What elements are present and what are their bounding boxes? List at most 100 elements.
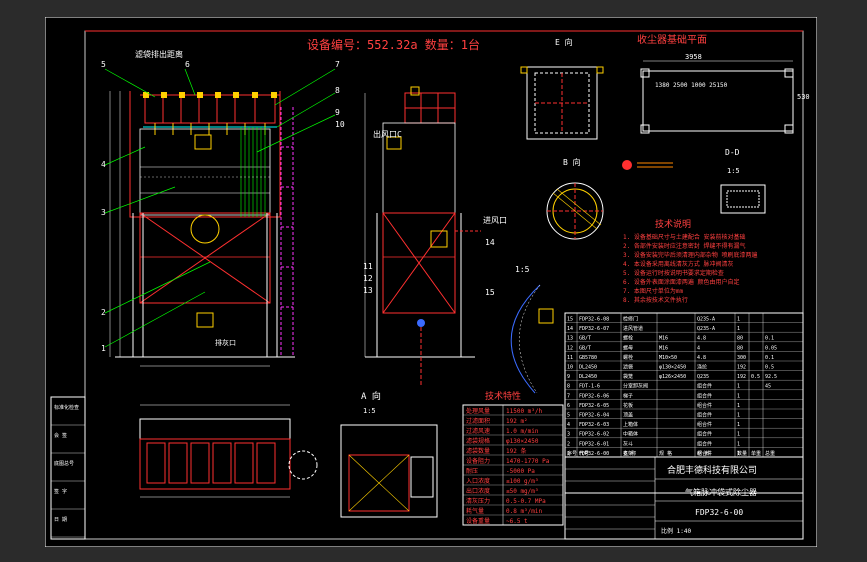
company-name: 合肥丰德科技有限公司 bbox=[667, 464, 757, 476]
view-b: B 向 bbox=[546, 157, 604, 240]
spec-value: -5000 Pa bbox=[506, 468, 535, 475]
tech-note-8: 8. 其余按技术文件执行 bbox=[623, 296, 688, 304]
bom-cell: FDP32-6-02 bbox=[579, 432, 609, 438]
bom-cell: 螺母 bbox=[623, 344, 633, 351]
spec-value: 0.5-0.7 MPa bbox=[506, 498, 546, 505]
spec-label: 过滤面积 bbox=[466, 417, 490, 425]
bom-cell: 支架 bbox=[623, 450, 633, 457]
bom-cell: 92.5 bbox=[765, 374, 777, 380]
bom-cell: 4.8 bbox=[697, 355, 706, 361]
dim-total: 3958 bbox=[685, 53, 702, 61]
callout-14: 14 bbox=[485, 238, 495, 247]
bom-cell: Q235-A bbox=[697, 326, 715, 332]
spec-value: φ130×2450 bbox=[506, 438, 539, 445]
bom-cell: 15 bbox=[567, 317, 573, 323]
bom-cell: φ126×2450 bbox=[659, 374, 686, 380]
bom-cell: FDP32-6-00 bbox=[579, 451, 609, 457]
side-view: 出风口C 进风口 11 12 13 14 15 bbox=[363, 86, 507, 387]
bom-cell: 1 bbox=[737, 451, 740, 457]
bom-cell: 80 bbox=[737, 336, 743, 342]
bom-cell: 袋笼 bbox=[623, 373, 633, 380]
bom-cell: M10×50 bbox=[659, 355, 677, 361]
tech-note-3: 3. 设备安装完毕后须清理内部杂物 喷刷底漆两遍 bbox=[623, 251, 757, 259]
bom-cell: GB/T bbox=[579, 345, 591, 351]
bom-cell: 组合件 bbox=[697, 450, 712, 457]
bom-cell: 组合件 bbox=[697, 440, 712, 447]
spec-label: 滤袋数量 bbox=[466, 447, 490, 455]
label-bag-outlet: 滤袋排出距离 bbox=[135, 49, 183, 59]
bom-cell: 1 bbox=[567, 451, 570, 457]
spec-value: 0.8 m³/min bbox=[506, 508, 543, 515]
bom-cell: FDT-1-6 bbox=[579, 384, 600, 390]
bom-cell: 顶盖 bbox=[623, 412, 633, 419]
bom-header-cell: 名 称 bbox=[623, 450, 636, 457]
detail-arc: 1:5 bbox=[510, 265, 554, 394]
bom-cell: GB/T bbox=[579, 336, 591, 342]
bom-cell: 0.05 bbox=[765, 345, 777, 351]
bom-cell: Q235-A bbox=[697, 317, 715, 323]
bom-header-cell: 材 料 bbox=[697, 450, 710, 457]
bom-cell: FDP32-6-04 bbox=[579, 413, 609, 419]
drawing-scale: 比例 1:40 bbox=[661, 527, 691, 535]
bom-cell: FDP32-6-08 bbox=[579, 317, 609, 323]
spec-label: 设备阻力 bbox=[466, 457, 490, 465]
bom-cell: 1 bbox=[737, 422, 740, 428]
tech-note-2: 2. 各部件安装时应注意密封 焊缝不得有漏气 bbox=[623, 242, 745, 250]
bom-header-cell: 规 格 bbox=[659, 450, 672, 457]
view-b-label: B 向 bbox=[563, 157, 581, 167]
bom-cell: 192 bbox=[737, 365, 746, 371]
bom-cell: 花板 bbox=[623, 402, 633, 409]
bom-cell: 检修门 bbox=[623, 316, 638, 323]
bom-cell: GB5780 bbox=[579, 355, 597, 361]
spec-value: 11500 m³/h bbox=[506, 408, 543, 415]
callout-13: 13 bbox=[363, 286, 373, 295]
bom-cell: 组合件 bbox=[697, 402, 712, 409]
bom-cell: 0.5 bbox=[751, 374, 760, 380]
spec-value: 1470-1770 Pa bbox=[506, 458, 550, 465]
bom-cell: 滤袋 bbox=[623, 364, 633, 371]
bom-cell: 螺栓 bbox=[623, 354, 633, 361]
section-dd: D-D 1:5 bbox=[622, 148, 766, 214]
callout-7: 7 bbox=[335, 60, 340, 69]
bom-cell: 0.5 bbox=[765, 365, 774, 371]
bom-cell: 上箱体 bbox=[623, 421, 638, 428]
drawing-sheet: 设备编号：552.32a 数量：1台 收尘器基础平面 E 向 bbox=[44, 16, 818, 548]
spec-value: ≤50 mg/m³ bbox=[506, 488, 539, 495]
bom-cell: 分室卸灰阀 bbox=[623, 383, 648, 390]
drawing-name: 气箱脉冲袋式除尘器 bbox=[685, 487, 757, 497]
bom-cell: 1 bbox=[737, 326, 740, 332]
tech-note-5: 5. 设备运行时按说明书要求定期检查 bbox=[623, 269, 724, 277]
bom-cell: Q235 bbox=[697, 374, 709, 380]
plan-view bbox=[139, 404, 318, 498]
spec-value: 192 m² bbox=[506, 418, 528, 425]
bom-cell: 进风管道 bbox=[623, 325, 643, 332]
spec-label: 处理风量 bbox=[466, 407, 490, 415]
bom-cell: 1 bbox=[737, 384, 740, 390]
bom-cell: 10 bbox=[567, 365, 573, 371]
bom-cell: DL2450 bbox=[579, 374, 597, 380]
bom-cell: 涤纶 bbox=[697, 364, 707, 371]
bom-cell: 4.8 bbox=[697, 336, 706, 342]
tech-note-1: 1. 设备基础尺寸与土建配合 安装前核对基础 bbox=[623, 233, 745, 241]
spec-label: 滤袋规格 bbox=[466, 437, 490, 445]
bom-cell: 80 bbox=[737, 345, 743, 351]
tech-notes-title: 技术说明 bbox=[655, 218, 691, 230]
bom-header-cell: 总重 bbox=[765, 450, 775, 457]
title-block: 合肥丰德科技有限公司 气箱脉冲袋式除尘器 FDP32-6-00 比例 1:40 bbox=[564, 456, 804, 540]
spec-label: 入口浓度 bbox=[466, 477, 490, 485]
spec-label: 设备重量 bbox=[466, 517, 490, 525]
bom-cell: FDP32-6-06 bbox=[579, 393, 609, 399]
spec-value: ≤100 g/m³ bbox=[506, 478, 539, 485]
bom-cell: φ130×2450 bbox=[659, 365, 686, 371]
bom-cell: 8 bbox=[567, 384, 570, 390]
bom-cell: 1 bbox=[737, 413, 740, 419]
bom-cell: 11 bbox=[567, 355, 573, 361]
bom-cell: 14 bbox=[567, 326, 573, 332]
callout-5: 5 bbox=[101, 60, 106, 69]
bom-cell: 4 bbox=[697, 345, 700, 351]
dim-mid: 1380 2500 1000 25150 bbox=[655, 82, 728, 89]
